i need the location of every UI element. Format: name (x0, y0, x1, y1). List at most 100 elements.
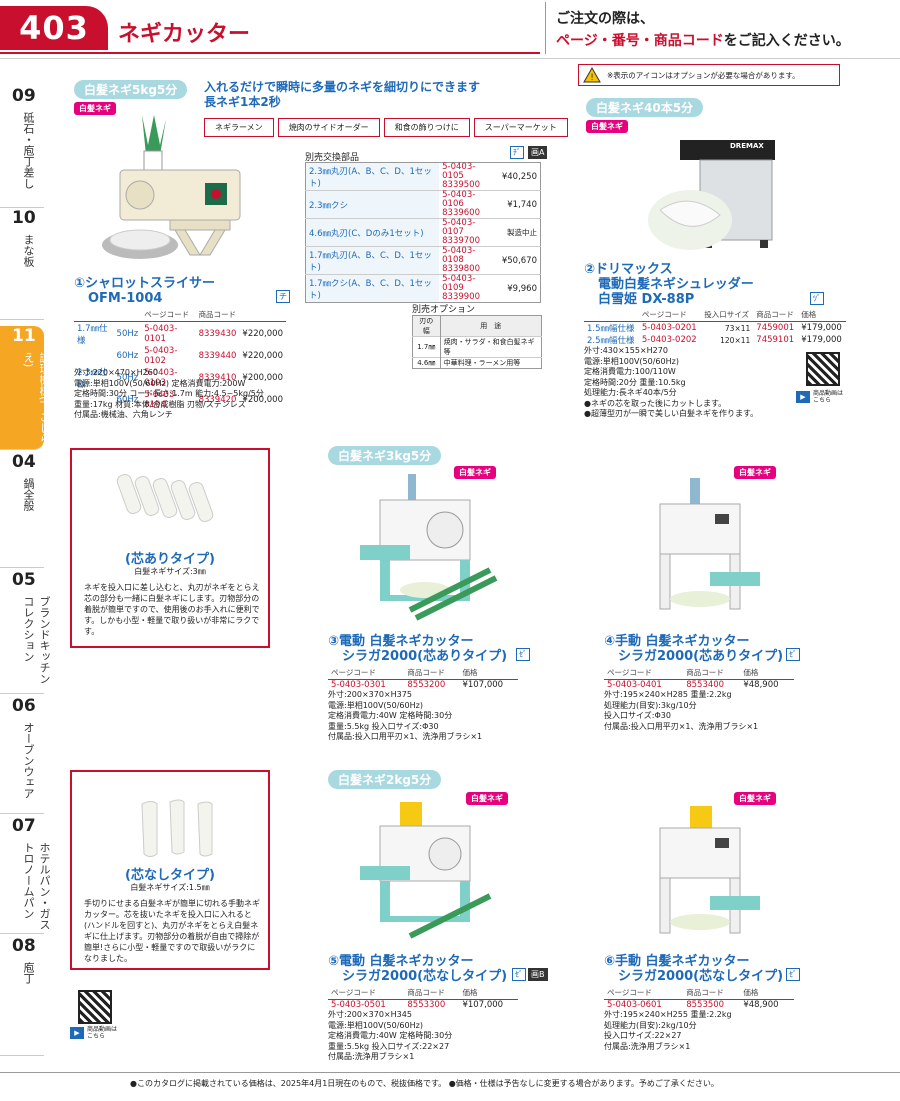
p5-title: ⑤電動 白髪ネギカッター シラガ2000(芯なしタイプ) (328, 954, 507, 984)
item-code: 8339700 (442, 236, 480, 246)
icon-note-text: ※表示のアイコンはオプションが必要な場合があります。 (607, 70, 800, 80)
qr-code-icon[interactable] (806, 352, 840, 386)
option-icon: ｾﾞ (512, 968, 526, 981)
capacity-badge: 白髪ネギ2kg5分 (328, 770, 442, 789)
page-code: 5-0403-0105 (442, 162, 476, 181)
side-tab-label: 調理機械(下ごしらえ) (22, 352, 51, 445)
side-tab-11[interactable]: 11 調理機械(下ごしらえ) (0, 326, 51, 450)
price: ¥220,000 (242, 329, 283, 339)
item-code: 8339900 (442, 292, 480, 302)
p2-title: ②ドリマックス 電動白髪ネギシュレッダー 白雪姫 DX-88P (584, 262, 754, 307)
product-tag: 白髪ネギ (734, 466, 776, 479)
spec-cell: 2.5㎜幅仕様 (587, 336, 635, 346)
product-image-manual-ari (640, 474, 770, 624)
item-code: 8339410 (198, 373, 237, 383)
p6-title: ⑥手動 白髪ネギカッター シラガ2000(芯なしタイプ) (604, 954, 783, 984)
price: ¥200,000 (242, 373, 283, 383)
price: ¥1,740 (507, 199, 537, 210)
table-header: 商品コード (404, 666, 460, 680)
item-code: 8553400 (686, 680, 725, 691)
p1-title-line1: シャロットスライサー (85, 276, 216, 291)
p1-title-line2: OFM-1004 (88, 291, 163, 306)
product-tag: 白髪ネギ (454, 466, 496, 479)
option-icon: チ (276, 290, 290, 303)
price: ¥107,000 (462, 1000, 504, 1011)
table-header: 刃の幅 (412, 315, 441, 337)
page-number: 403 (0, 6, 108, 50)
item-code: 8553200 (407, 680, 446, 691)
item-code: 8339420 (198, 395, 237, 405)
table-header: ページコード (638, 308, 702, 322)
side-tab-num: 11 (12, 326, 36, 346)
table-header: 価格 (740, 986, 794, 1000)
product-tag: 白髪ネギ (74, 102, 116, 115)
warning-icon: ! (583, 66, 601, 83)
spec-line: 投入口サイズ:22×27 (604, 1031, 682, 1040)
spec-cell: 1.7㎜仕様 (77, 324, 108, 346)
type-ari-size: 白髪ネギサイズ:3㎜ (134, 567, 206, 576)
blade-width: 1.7㎜ (412, 336, 441, 358)
table-header: 商品コード (404, 986, 460, 1000)
spec-line: 重量:17kg 材質:本体/合成樹脂 刃物/ステンレス (74, 399, 246, 409)
page-code: 5-0403-0202 (641, 335, 697, 345)
usage: 焼肉・サラダ・和食白髪ネギ等 (443, 338, 535, 356)
p5-title-line2: シラガ2000(芯なしタイプ) (342, 969, 508, 984)
order-note-highlight: ページ・番号・商品コード (556, 33, 724, 49)
price: ¥179,000 (801, 323, 842, 333)
video-link[interactable]: ▶ 商品動画は こちら (796, 390, 843, 404)
item-code: 8553500 (686, 1000, 725, 1011)
spec-line: 定格消費電力:40W 定格時間:30分 (328, 1031, 453, 1040)
spec-line: 外寸:195×240×H285 重量:2.2kg (604, 690, 732, 699)
table-header (74, 308, 114, 322)
video-link[interactable]: ▶ 商品動画は こちら (70, 1026, 117, 1040)
svg-text:!: ! (590, 73, 594, 83)
side-tab-num: 06 (12, 696, 36, 716)
product-image-electric-ari (350, 470, 500, 630)
option-icon: ｾﾞ (786, 648, 800, 661)
product-tag: 白髪ネギ (586, 120, 628, 133)
keyword: ネギラーメン (204, 118, 274, 137)
spec-line: ●超薄型刃が一瞬で美しい白髪ネギを作ります。 (584, 409, 759, 418)
product-image-shallot-slicer (100, 115, 250, 270)
spec-line: 処理能力(目安):2kg/10分 (604, 1020, 697, 1030)
type-nashi-desc: 手切りにせまる白髪ネギが簡単に切れる手動ネギカッター。芯を抜いたネギを投入口に入… (84, 899, 260, 963)
qr-code-icon[interactable] (78, 990, 112, 1024)
keyword: 焼肉のサイドオーダー (277, 118, 380, 137)
spec-line: 電源:単相100V(50/60Hz) (328, 700, 423, 710)
page-code: 5-0403-0109 (442, 274, 476, 293)
usage: 中華料理・ラーメン用等 (443, 359, 521, 367)
price: ¥107,000 (462, 680, 504, 691)
item-code: 7459001 (756, 323, 795, 333)
p3-title-line2: シラガ2000(芯ありタイプ) (342, 649, 508, 664)
page-code: 5-0403-0103 (144, 368, 178, 388)
spec-line: 付属品:洗浄用ブラシ×1 (328, 1052, 415, 1061)
table-header: 商品コード (683, 666, 741, 680)
play-icon: ▶ (796, 391, 810, 403)
p3-title-num: ③ (328, 634, 340, 649)
video-icon: 画A (528, 146, 548, 159)
inlet-size: 73×11 (724, 323, 751, 333)
item-code: 8339600 (442, 208, 480, 218)
price: ¥179,000 (801, 335, 842, 345)
hz-cell: 50Hz (116, 329, 139, 339)
side-tab-label: ブランドキッチンコレクション (22, 596, 51, 684)
parts-title: 別売交換部品 (305, 153, 360, 163)
price: ¥9,960 (507, 283, 537, 294)
p2-title-line1: ドリマックス (595, 262, 673, 277)
side-tab-label: 砥石・庖丁差し (22, 112, 35, 189)
side-tab-label: まな板 (22, 234, 35, 267)
item-code: 8339800 (442, 264, 480, 274)
